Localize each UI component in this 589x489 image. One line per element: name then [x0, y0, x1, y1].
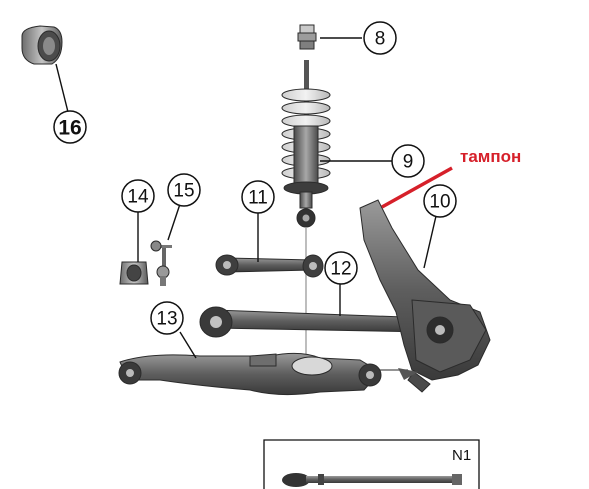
callout-8: 8	[363, 21, 397, 55]
callout-15: 15	[167, 173, 201, 207]
callout-16: 16	[53, 110, 87, 144]
svg-text:10: 10	[429, 192, 450, 213]
svg-text:9: 9	[403, 152, 414, 173]
leader-line-10	[423, 215, 437, 269]
callout-14: 14	[121, 179, 155, 213]
bushing-part-16	[21, 25, 63, 65]
upper-link-part-11	[215, 254, 324, 278]
svg-text:8: 8	[375, 29, 386, 50]
bump-stop-part-8	[297, 24, 317, 50]
callout-13: 13	[150, 301, 184, 335]
stabilizer-link-part-15	[150, 240, 172, 286]
lower-arm-part-13	[118, 352, 382, 396]
inset-panel-label: N1	[452, 447, 471, 464]
tie-rod-part	[282, 473, 462, 487]
svg-text:16: 16	[58, 117, 81, 140]
callout-10: 10	[423, 184, 457, 218]
callout-9: 9	[391, 144, 425, 178]
svg-text:14: 14	[127, 187, 149, 208]
inset-panel-n1: N1	[263, 439, 480, 489]
svg-text:11: 11	[248, 188, 268, 209]
trailing-arm-part-10	[359, 199, 491, 393]
leader-line-13	[179, 331, 197, 359]
callout-11: 11	[241, 180, 275, 214]
callout-12: 12	[324, 251, 358, 285]
shock-absorber-part-9	[281, 60, 331, 362]
svg-text:13: 13	[156, 309, 177, 330]
stabilizer-bushing-part-14	[119, 261, 149, 285]
svg-text:12: 12	[330, 259, 351, 280]
annotation-pointer-line	[381, 166, 453, 209]
leader-line-16	[55, 63, 69, 113]
svg-text:15: 15	[173, 181, 194, 202]
leader-line-15	[167, 203, 181, 241]
annotation-label: тампон	[460, 147, 521, 166]
